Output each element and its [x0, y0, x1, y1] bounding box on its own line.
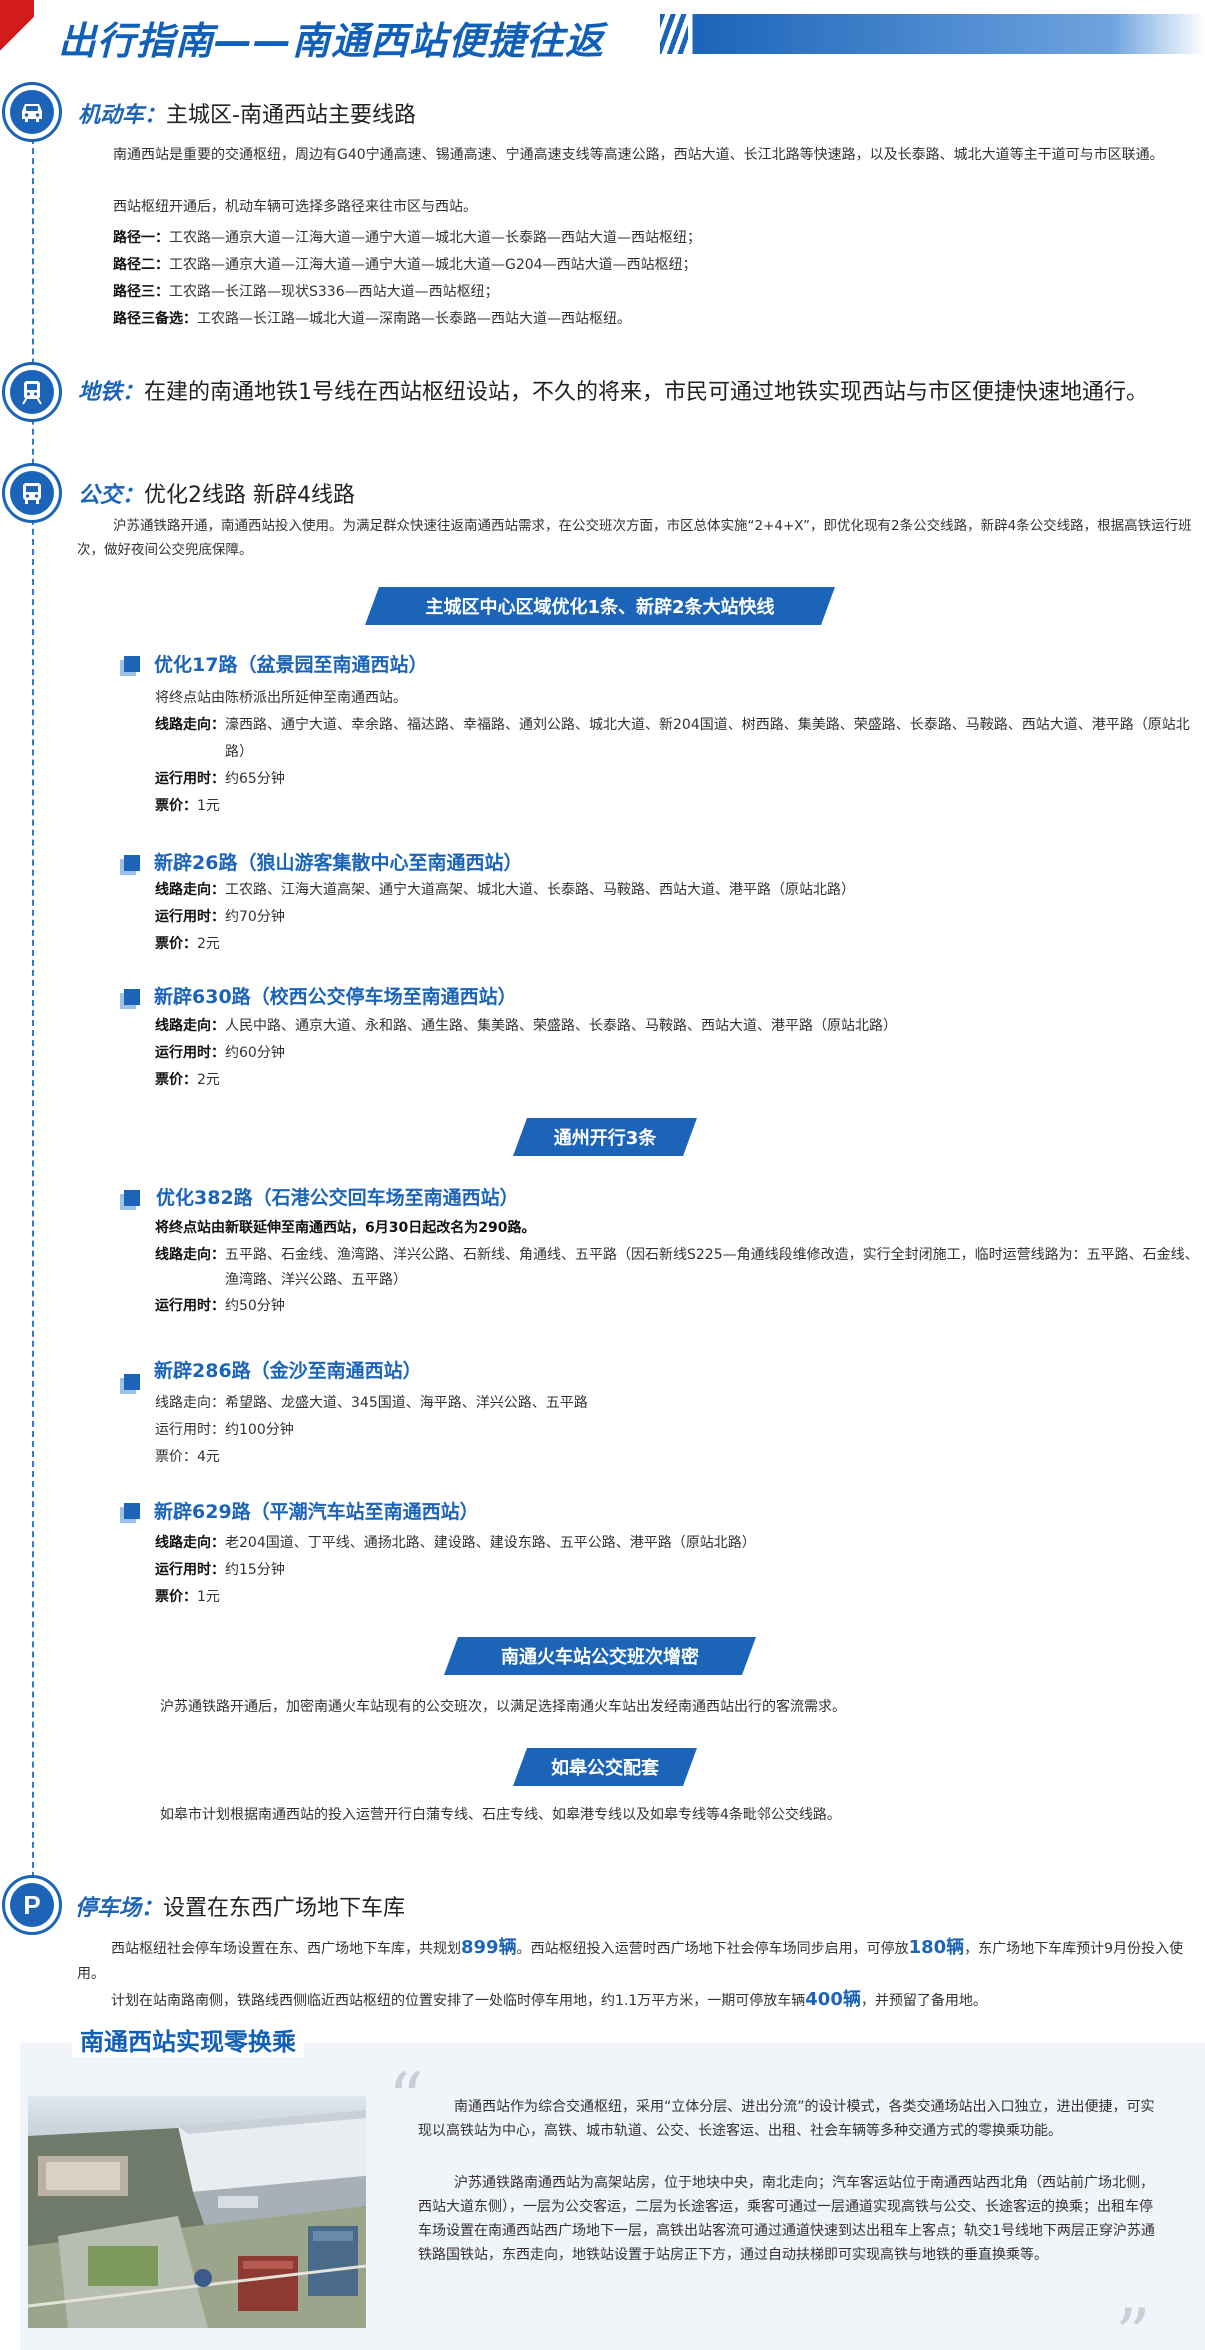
parking-capacity-total: 899辆: [461, 1937, 517, 1958]
motor-title-key: 机动车：: [78, 103, 167, 128]
parking-section-title: 停车场：设置在东西广场地下车库: [75, 1890, 405, 1922]
car-icon-circle: [2, 82, 62, 142]
timeline-dashed-line: [32, 118, 34, 1908]
line-title-382: 优化382路（石港公交回车场至南通西站）: [156, 1187, 519, 1209]
line-route: 希望路、龙盛大道、345国道、海平路、洋兴公路、五平路: [225, 1395, 588, 1411]
bus-intro: 沪苏通铁路开通，南通西站投入使用。为满足群众快速往返南通西站需求，在公交班次方面…: [77, 518, 1192, 558]
parking-title-key: 停车场：: [75, 1896, 164, 1921]
metro-icon-circle: [2, 362, 62, 422]
header-red-corner: [0, 0, 34, 58]
parking-paragraph-1: 西站枢纽社会停车场设置在东、西广场地下车库，共规划899辆。西站枢纽投入运营时西…: [77, 1937, 1184, 1982]
metro-icon: [10, 370, 54, 414]
line-route: 老204国道、丁平线、通扬北路、建设路、建设东路、五平公路、港平路（原站北路）: [225, 1535, 756, 1551]
line-detail-286: 线路走向：希望路、龙盛大道、345国道、海平路、洋兴公路、五平路 运行用时：约1…: [155, 1390, 1200, 1471]
station-aerial-photo: [28, 2096, 366, 2328]
bus-section-title: 公交：优化2线路 新辟4线路: [78, 477, 355, 509]
motor-route-list: 路径一：工农路—通京大道—江海大道—通宁大道—城北大道—长泰路—西站大道—西站枢…: [113, 225, 701, 333]
line-title-286: 新辟286路（金沙至南通西站）: [154, 1360, 422, 1382]
line-detail-629: 线路走向：老204国道、丁平线、通扬北路、建设路、建设东路、五平公路、港平路（原…: [155, 1530, 1200, 1611]
line-title-630: 新辟630路（校西公交停车场至南通西站）: [154, 986, 517, 1008]
bus-icon-circle: [2, 463, 62, 523]
open-quote-icon: “: [388, 2058, 424, 2140]
parking-capacity-west: 180辆: [908, 1937, 965, 1958]
line-route: 人民中路、通京大道、永和路、通生路、集美路、荣盛路、长泰路、马鞍路、西站大道、港…: [225, 1018, 897, 1034]
line-note: 将终点站由新联延伸至南通西站，6月30日起改名为290路。: [155, 1220, 536, 1236]
line-time: 约60分钟: [225, 1045, 285, 1061]
line-route: 濠西路、通宁大道、幸余路、福达路、幸福路、通刘公路、城北大道、新204国道、树西…: [225, 717, 1190, 760]
line-detail-630: 线路走向：人民中路、通京大道、永和路、通生路、集美路、荣盛路、长泰路、马鞍路、西…: [155, 1013, 1200, 1094]
line-fare: 2元: [197, 1072, 220, 1088]
parking-title-rest: 设置在东西广场地下车库: [163, 1896, 406, 1921]
metro-section: 地铁：在建的南通地铁1号线在西站枢纽设站，不久的将来，市民可通过地铁实现西站与市…: [78, 378, 1203, 408]
parking-capacity-temp: 400辆: [805, 1989, 861, 2010]
line-detail-26: 线路走向：工农路、江海大道高架、通宁大道高架、城北大道、长泰路、马鞍路、西站大道…: [155, 877, 1200, 958]
route-item: 路径三：工农路—长江路—现状S336—西站大道—西站枢纽；: [113, 284, 499, 300]
bus-title-rest: 优化2线路 新辟4线路: [144, 483, 356, 508]
line-route: 五平路、石金线、渔湾路、洋兴公路、石新线、角通线、五平路（因石新线S225—角通…: [225, 1247, 1199, 1288]
banner-tongzhou: 通州开行3条: [513, 1118, 697, 1156]
line-time: 约50分钟: [225, 1298, 285, 1314]
line-note: 将终点站由陈桥派出所延伸至南通西站。: [155, 690, 407, 706]
transfer-paragraph-1: 南通西站作为综合交通枢纽，采用“立体分层、进出分流”的设计模式，各类交通场站出入…: [418, 2099, 1155, 2139]
metro-text: 在建的南通地铁1号线在西站枢纽设站，不久的将来，市民可通过地铁实现西站与市区便捷…: [144, 380, 1149, 405]
line-detail-17: 将终点站由陈桥派出所延伸至南通西站。 线路走向：濠西路、通宁大道、幸余路、福达路…: [155, 685, 1200, 820]
line-marker: [124, 656, 140, 672]
line-title-629: 新辟629路（平潮汽车站至南通西站）: [154, 1501, 479, 1523]
motor-paragraph-2: 西站枢纽开通后，机动车辆可选择多路径来往市区与西站。: [113, 199, 477, 215]
line-marker: [124, 1374, 140, 1390]
bus-title-key: 公交：: [78, 483, 145, 508]
transfer-title: 南通西站实现零换乘: [72, 2022, 304, 2057]
parking-icon-circle: P: [2, 1875, 62, 1935]
route-item: 路径三备选：工农路—长江路—城北大道—深南路—长泰路—西站大道—西站枢纽。: [113, 311, 631, 327]
parking-icon: P: [10, 1883, 54, 1927]
line-marker: [124, 1503, 140, 1519]
line-route: 工农路、江海大道高架、通宁大道高架、城北大道、长泰路、马鞍路、西站大道、港平路（…: [225, 882, 855, 898]
parking-paragraph-2: 计划在站南路南侧，铁路线西侧临近西站枢纽的位置安排了一处临时停车用地，约1.1万…: [111, 1989, 987, 2010]
banner-train-station: 南通火车站公交班次增密: [444, 1637, 756, 1675]
line-marker: [124, 989, 140, 1005]
header-gradient-bar: [40, 14, 1205, 54]
transfer-paragraph-2: 沪苏通铁路南通西站为高架站房，位于地块中央，南北走向；汽车客运站位于南通西站西北…: [418, 2175, 1155, 2263]
header-stripes: [660, 14, 688, 54]
line-fare: 4元: [197, 1449, 220, 1465]
line-marker: [124, 1190, 140, 1206]
line-title-17: 优化17路（盆景园至南通西站）: [154, 654, 428, 676]
car-icon: [10, 90, 54, 134]
metro-title-key: 地铁：: [78, 380, 145, 405]
motor-paragraph-1: 南通西站是重要的交通枢纽，周边有G40宁通高速、锡通高速、宁通高速支线等高速公路…: [113, 147, 1164, 163]
banner-rugao: 如皋公交配套: [513, 1748, 697, 1786]
route-item: 路径一：工农路—通京大道—江海大道—通宁大道—城北大道—长泰路—西站大道—西站枢…: [113, 230, 701, 246]
line-time: 约15分钟: [225, 1562, 285, 1578]
line-title-26: 新辟26路（狼山游客集散中心至南通西站）: [154, 852, 523, 874]
line-fare: 1元: [197, 1589, 220, 1605]
rugao-text: 如皋市计划根据南通西站的投入运营开行白蒲专线、石庄专线、如皋港专线以及如皋专线等…: [160, 1807, 841, 1823]
train-station-text: 沪苏通铁路开通后，加密南通火车站现有的公交班次，以满足选择南通火车站出发经南通西…: [160, 1699, 846, 1715]
banner-main-city: 主城区中心区域优化1条、新辟2条大站快线: [365, 587, 835, 625]
line-time: 约65分钟: [225, 771, 285, 787]
line-marker: [124, 855, 140, 871]
motor-title-rest: 主城区-南通西站主要线路: [166, 103, 416, 128]
close-quote-icon: ”: [1115, 2294, 1151, 2350]
line-detail-382: 将终点站由新联延伸至南通西站，6月30日起改名为290路。 线路走向：五平路、石…: [155, 1215, 1200, 1320]
route-item: 路径二：工农路—通京大道—江海大道—通宁大道—城北大道—G204—西站大道—西站…: [113, 257, 697, 273]
line-time: 约100分钟: [225, 1422, 294, 1438]
bus-icon: [10, 471, 54, 515]
line-time: 约70分钟: [225, 909, 285, 925]
line-fare: 1元: [197, 798, 220, 814]
motor-section-title: 机动车：主城区-南通西站主要线路: [78, 97, 416, 129]
page-title: 出行指南——南通西站便捷往返: [58, 19, 605, 63]
line-fare: 2元: [197, 936, 220, 952]
